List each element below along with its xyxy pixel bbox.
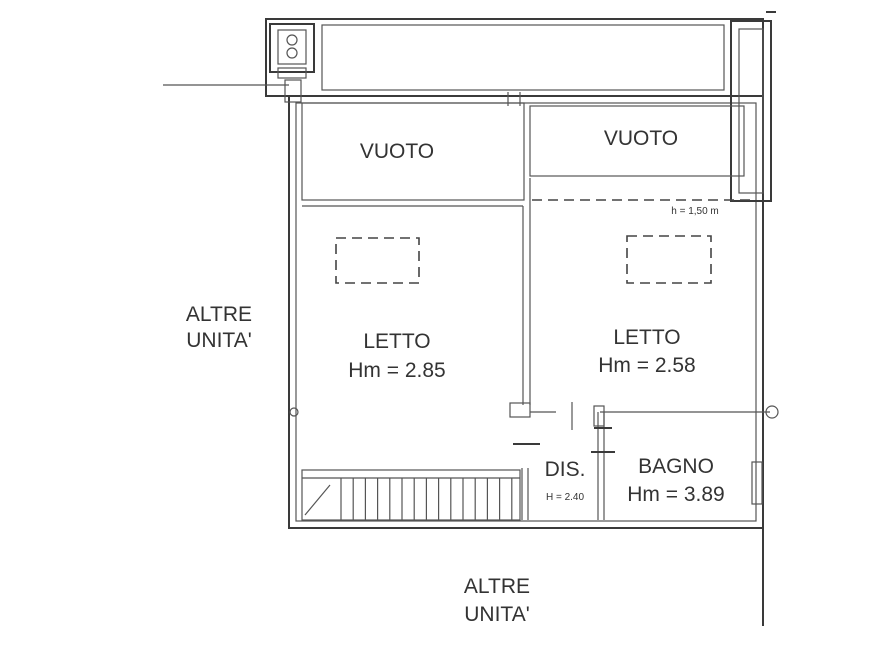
void-areas bbox=[301, 102, 745, 201]
label-hall-height: H = 2.40 bbox=[546, 492, 585, 503]
entrance-jamb bbox=[751, 461, 764, 626]
balcony bbox=[265, 11, 776, 202]
label-bath-name: BAGNO bbox=[638, 455, 714, 478]
label-void-right: VUOTO bbox=[604, 127, 678, 150]
label-bedroom-left-name: LETTO bbox=[363, 330, 430, 353]
label-bedroom-right-name: LETTO bbox=[613, 326, 680, 349]
label-bedroom-right-height: Hm = 2.58 bbox=[598, 354, 695, 377]
label-hall-name: DIS. bbox=[545, 458, 586, 481]
label-others-left-line1: ALTRE bbox=[186, 303, 252, 326]
label-bath-height: Hm = 3.89 bbox=[627, 483, 724, 506]
label-bedroom-left-height: Hm = 2.85 bbox=[348, 359, 445, 382]
staircase bbox=[301, 469, 521, 521]
label-others-bottom-line1: ALTRE bbox=[464, 575, 530, 598]
label-others-bottom-line2: UNITA' bbox=[464, 603, 529, 626]
interior-walls bbox=[289, 178, 779, 520]
skylights bbox=[335, 235, 712, 284]
flue-unit bbox=[269, 23, 315, 103]
annotation-top-right: h = 1,50 m bbox=[671, 206, 719, 217]
label-others-left-line2: UNITA' bbox=[186, 329, 251, 352]
label-void-left: VUOTO bbox=[360, 140, 434, 163]
